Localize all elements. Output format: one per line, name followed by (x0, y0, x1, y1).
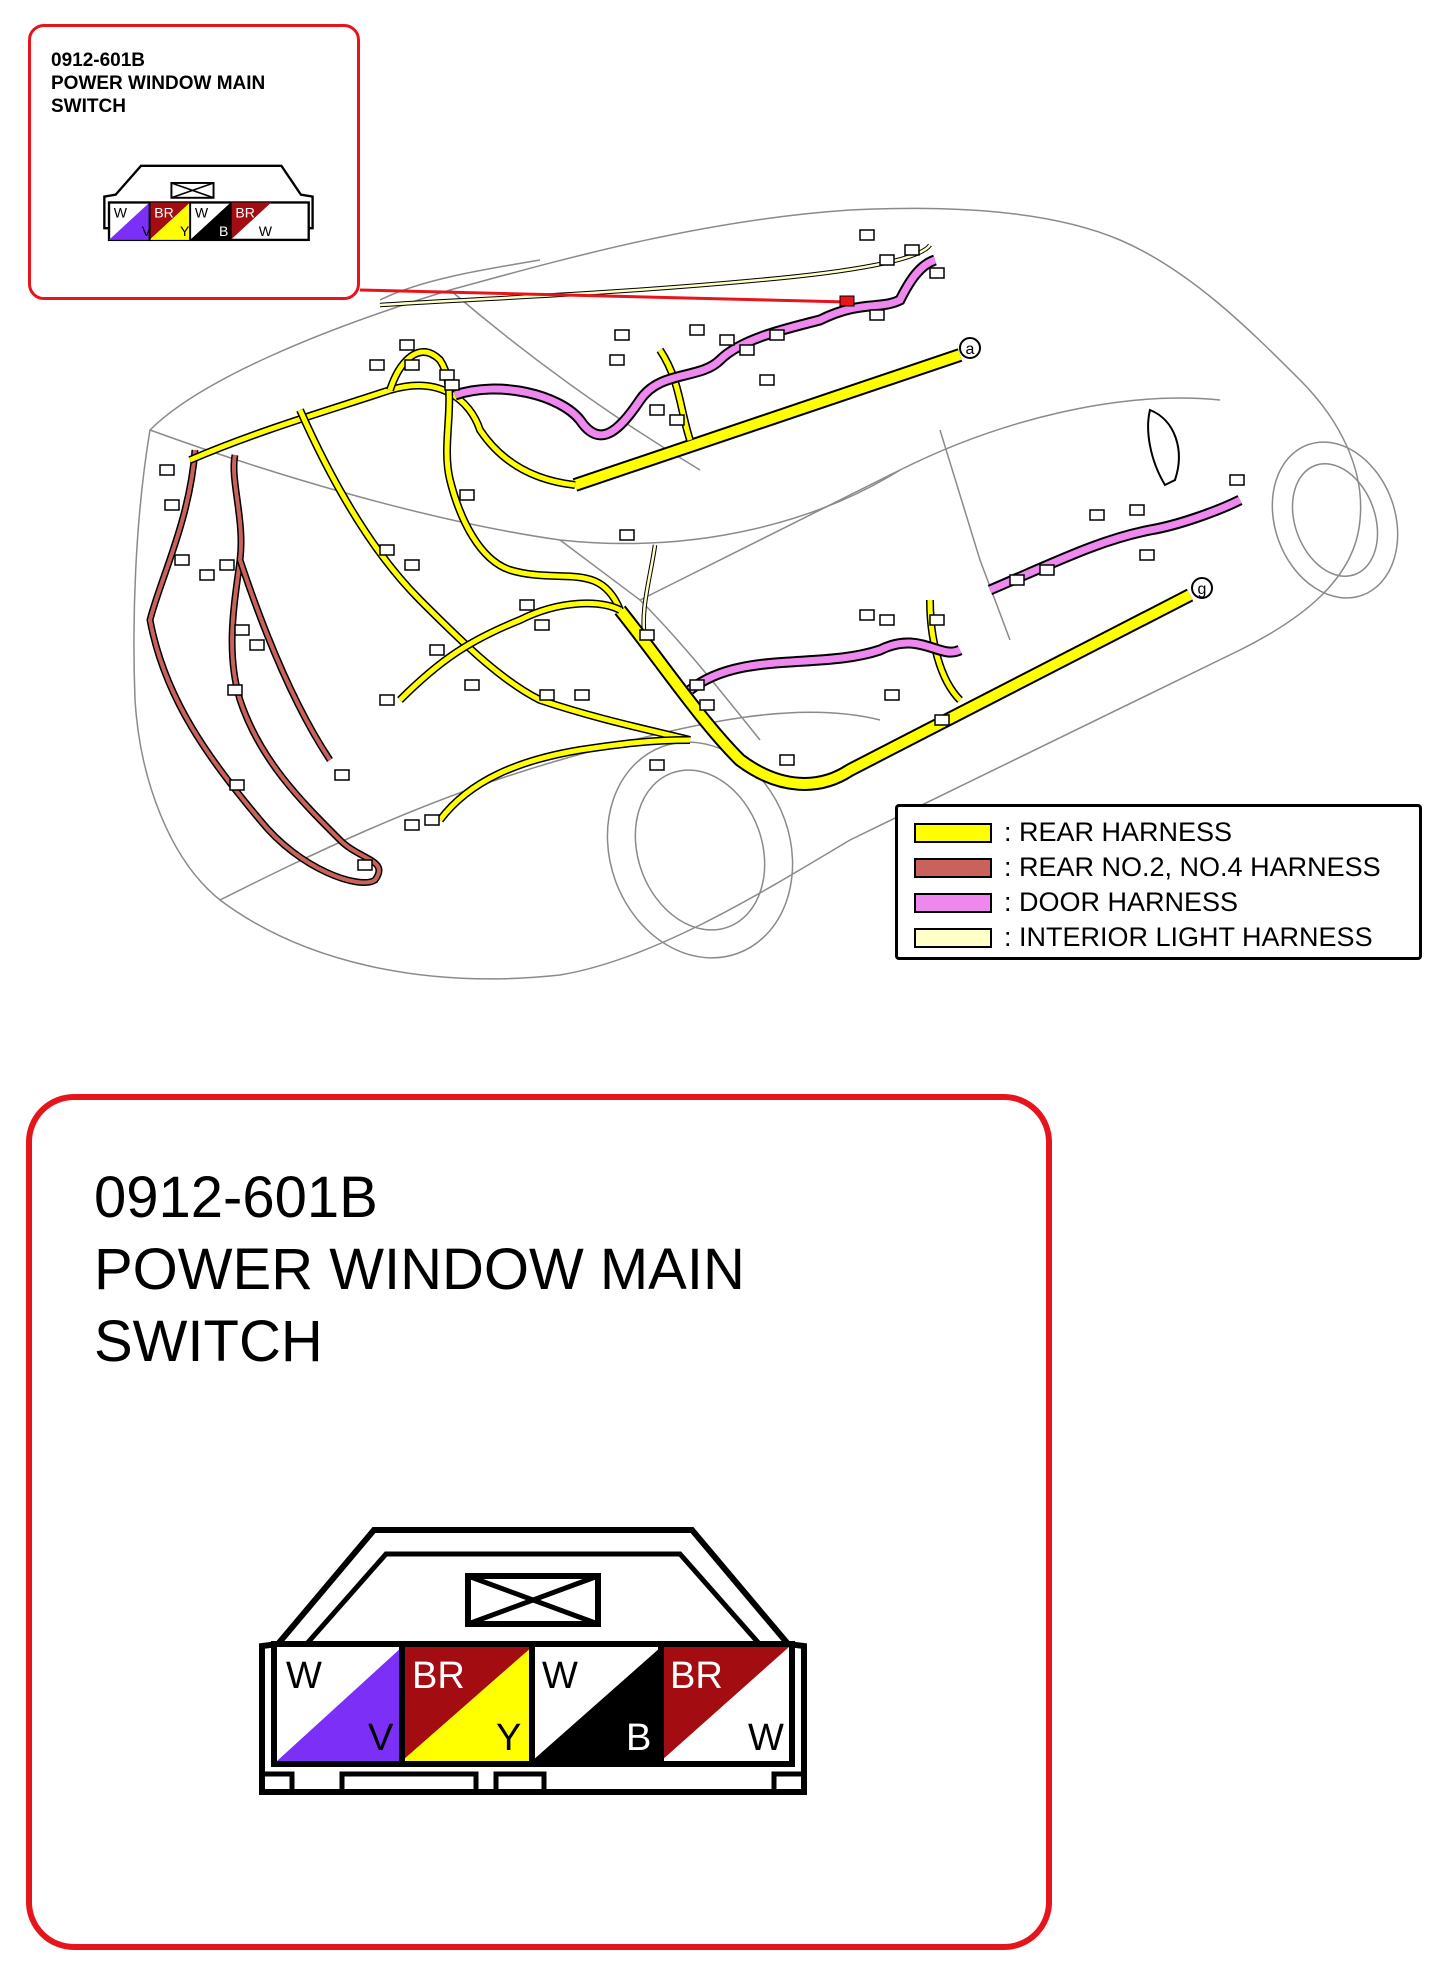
svg-text:BR: BR (154, 204, 174, 220)
connector-face-large: W V BR Y W B BR W (259, 1527, 807, 1795)
legend-item: INTERIOR LIGHT HARNESS (914, 920, 1419, 955)
svg-text:g: g (1198, 581, 1207, 598)
connector-boxes (159, 229, 1245, 871)
terminal-4-top: BR (670, 1655, 723, 1697)
legend-label-rear: REAR HARNESS (1004, 817, 1232, 848)
terminal-3-bottom: B (626, 1717, 651, 1759)
terminal-4-bottom: W (748, 1717, 784, 1759)
callout-leader-line (359, 288, 849, 304)
legend-swatch-door (914, 892, 992, 913)
connector-callout-small: 0912-601B POWER WINDOW MAIN SWITCH (28, 24, 360, 300)
terminal-3-top: W (542, 1655, 578, 1697)
connector-location-marker (839, 295, 855, 307)
terminal-1-bottom: V (368, 1717, 394, 1759)
connector-name-line1-large: POWER WINDOW MAIN (94, 1237, 745, 1302)
legend-item: REAR HARNESS (914, 815, 1419, 850)
legend-label-interior-light: INTERIOR LIGHT HARNESS (1004, 922, 1373, 953)
legend-item: DOOR HARNESS (914, 885, 1419, 920)
legend-item: REAR NO.2, NO.4 HARNESS (914, 850, 1419, 885)
svg-text:W: W (114, 204, 128, 220)
connector-name-line2-large: SWITCH (94, 1309, 323, 1374)
svg-text:BR: BR (235, 204, 255, 220)
svg-text:Y: Y (180, 223, 190, 239)
svg-text:a: a (966, 341, 975, 358)
marker-g: g (1191, 577, 1213, 599)
terminal-1-top: W (286, 1655, 322, 1697)
terminal-2-top: BR (412, 1655, 465, 1697)
legend-label-door: DOOR HARNESS (1004, 887, 1238, 918)
legend-label-rear-no2-no4: REAR NO.2, NO.4 HARNESS (1004, 852, 1381, 883)
rear-no2-no4-harness (146, 449, 383, 886)
svg-text:W: W (259, 223, 273, 239)
svg-text:B: B (219, 223, 228, 239)
legend-swatch-rear (914, 822, 992, 843)
car-outline (133, 207, 1399, 980)
svg-text:W: W (195, 204, 209, 220)
marker-a: a (959, 337, 981, 359)
connector-callout-large: 0912-601B POWER WINDOW MAIN SWITCH (26, 1094, 1052, 1950)
connector-code-large: 0912-601B (94, 1165, 378, 1230)
terminal-2-bottom: Y (496, 1717, 521, 1759)
rear-harness (188, 347, 1194, 823)
connector-name-line1: POWER WINDOW MAIN (51, 73, 266, 94)
connector-name-line2: SWITCH (51, 96, 126, 117)
connector-code: 0912-601B (51, 50, 146, 71)
svg-text:V: V (142, 223, 152, 239)
legend-swatch-interior-light (914, 927, 992, 948)
connector-face-small: W V BR Y W B BR W (103, 164, 314, 242)
harness-legend: REAR HARNESS REAR NO.2, NO.4 HARNESS DOO… (895, 804, 1422, 960)
legend-swatch-rear-no2-no4 (914, 857, 992, 878)
